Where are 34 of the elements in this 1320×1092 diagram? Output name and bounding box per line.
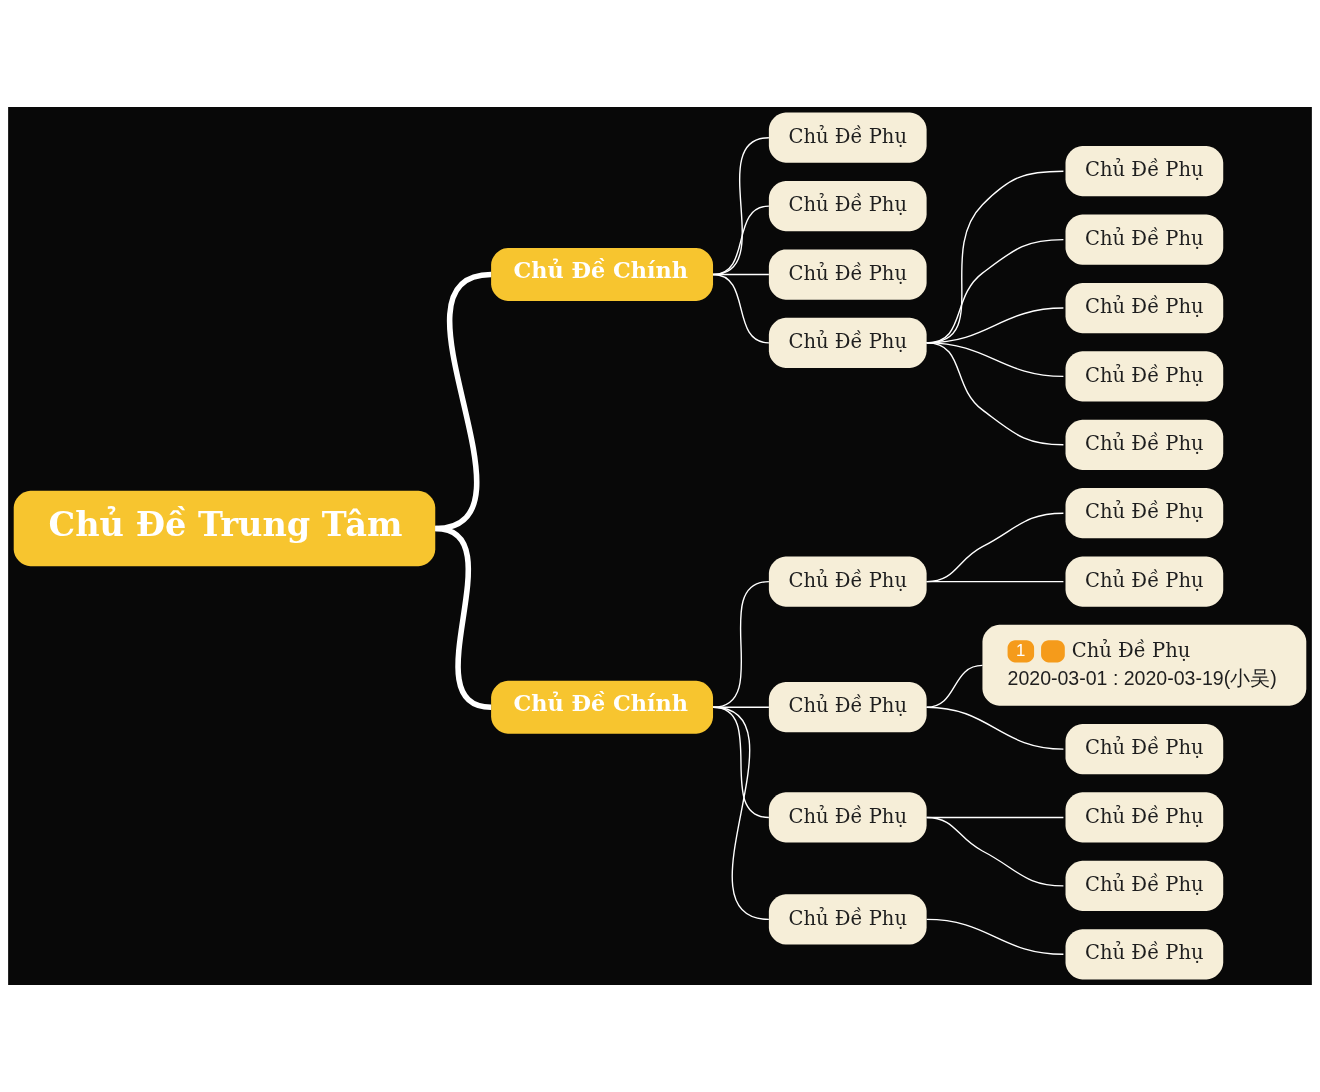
connector <box>434 525 492 710</box>
connector <box>712 273 770 344</box>
node-box: Chủ Đề Phụ <box>1065 860 1224 911</box>
connector <box>925 664 984 708</box>
node-box: Chủ Đề Phụ <box>768 682 927 733</box>
connector <box>925 512 1065 583</box>
connector <box>925 918 1065 955</box>
node-box: 1 Chủ Đề Phụ 2020-03-01 : 2020-03-19(小吴) <box>982 624 1307 706</box>
node-box: Chủ Đề Phụ <box>1065 146 1224 197</box>
node-box: Chủ Đề Phụ <box>1065 556 1224 607</box>
node-box: Chủ Đề Phụ <box>1065 214 1224 265</box>
node-box: Chủ Đề Chính <box>491 680 714 734</box>
connector <box>925 580 1065 583</box>
node-box: Chủ Đề Phụ <box>768 556 927 607</box>
node-box: Chủ Đề Phụ <box>1065 792 1224 843</box>
node-box: Chủ Đề Phụ <box>1065 488 1224 539</box>
connector <box>925 706 1065 750</box>
node-box: Chủ Đề Chính <box>491 248 714 302</box>
node-box: Chủ Đề Phụ <box>768 317 927 369</box>
connector <box>925 816 1065 887</box>
connector <box>712 580 770 708</box>
node-box: Chủ Đề Phụ <box>768 249 927 300</box>
node-box: Chủ Đề Phụ <box>1065 282 1224 334</box>
connector <box>925 342 1065 446</box>
node-box: Chủ Đề Phụ <box>768 181 927 232</box>
node-box: Chủ Đề Trung Tâm <box>13 490 436 567</box>
node-box: Chủ Đề Phụ <box>1065 419 1224 470</box>
connector <box>712 706 770 921</box>
node-box: Chủ Đề Phụ <box>768 112 927 163</box>
node-box: Chủ Đề Phụ <box>1065 929 1224 980</box>
node-box: Chủ Đề Phụ <box>768 792 927 843</box>
node-box: Chủ Đề Phụ <box>768 894 927 945</box>
node-box: Chủ Đề Phụ <box>1065 351 1224 402</box>
node-box: Chủ Đề Phụ <box>1065 723 1224 775</box>
